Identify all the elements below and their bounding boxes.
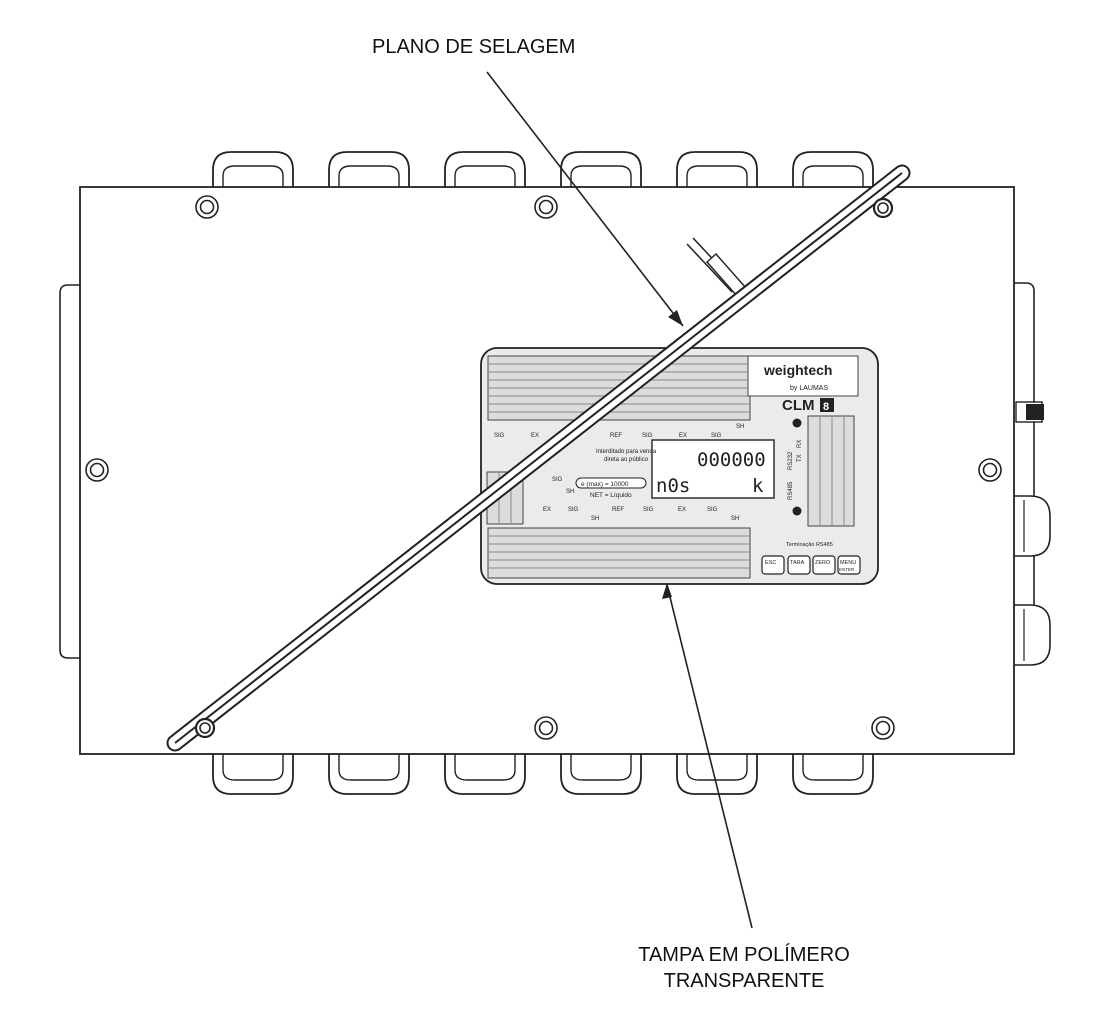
svg-text:REF: REF <box>610 433 622 439</box>
lcd-display <box>651 439 775 499</box>
svg-text:EX: EX <box>678 507 686 513</box>
svg-text:TARA: TARA <box>790 560 805 566</box>
side-small-sh: SH <box>566 489 574 495</box>
formula-label: e (max) = 10000 <box>581 481 629 488</box>
display-sub-reading: n0s <box>656 475 690 497</box>
svg-text:SIG: SIG <box>494 433 505 439</box>
notice-line1: Interditado para venda <box>596 449 657 455</box>
sealing-plane-leader <box>486 71 684 327</box>
key-esc[interactable] <box>761 555 785 575</box>
key-tara[interactable] <box>787 555 811 575</box>
polymer-cover-callout-line2: TRANSPARENTE <box>663 970 825 992</box>
model-name: CLM <box>782 397 815 414</box>
svg-text:ENTER: ENTER <box>839 567 855 572</box>
transparent-cover: weightech by LAUMAS CLM 8 000000 n0s k I… <box>480 347 879 585</box>
termination-label: Terminação RS485 <box>786 542 833 548</box>
top-cable-glands <box>212 151 874 193</box>
left-mounting-flange <box>59 284 80 659</box>
polymer-cover-callout: TAMPA EM POLÍMERO TRANSPARENTE <box>604 942 884 994</box>
side-interface-labels: RS485 RS232 TX RX <box>788 440 803 500</box>
sealing-plane-callout: PLANO DE SELAGEM <box>372 36 576 58</box>
bottom-cable-glands <box>212 753 874 795</box>
svg-text:EX: EX <box>679 433 687 439</box>
brand-logo: weightech <box>763 362 832 378</box>
svg-text:ESC: ESC <box>765 560 776 566</box>
svg-text:RS485: RS485 <box>788 481 794 500</box>
svg-text:MENU: MENU <box>840 560 856 566</box>
sealing-strap <box>166 164 911 752</box>
key-zero[interactable] <box>812 555 836 575</box>
svg-text:RS232: RS232 <box>788 451 794 470</box>
polymer-cover-callout-line1: TAMPA EM POLÍMERO <box>638 944 850 966</box>
svg-text:REF: REF <box>612 507 624 513</box>
svg-text:SIG: SIG <box>707 507 718 513</box>
svg-text:SIG: SIG <box>711 433 722 439</box>
leader-lines <box>486 71 753 929</box>
svg-text:EX: EX <box>543 507 551 513</box>
side-small-sig: SIG <box>552 477 563 483</box>
net-label: NET = Líquido <box>590 492 632 499</box>
cover-leader <box>666 584 753 929</box>
display-unit: k <box>752 475 764 497</box>
svg-text:SH: SH <box>731 516 739 522</box>
svg-text:TX: TX <box>797 454 803 462</box>
right-side-glands <box>1014 401 1051 666</box>
bottom-terminal-labels: EX SIG SH REF SIG EX SIG SH <box>543 507 739 522</box>
svg-text:SIG: SIG <box>643 507 654 513</box>
svg-text:SH: SH <box>591 516 599 522</box>
svg-text:SIG: SIG <box>568 507 579 513</box>
display-main-reading: 000000 <box>697 449 766 471</box>
brand-sub: by LAUMAS <box>790 385 828 392</box>
svg-text:ZERO: ZERO <box>815 560 831 566</box>
svg-text:RX: RX <box>797 440 803 448</box>
svg-text:SH: SH <box>736 424 744 430</box>
model-badge: 8 <box>823 401 829 413</box>
svg-text:SIG: SIG <box>642 433 653 439</box>
svg-text:EX: EX <box>531 433 539 439</box>
notice-line2: direta ao público <box>604 457 649 463</box>
keypad: ESC TARA ZERO MENU ENTER <box>761 555 861 575</box>
key-menu[interactable] <box>837 555 861 575</box>
